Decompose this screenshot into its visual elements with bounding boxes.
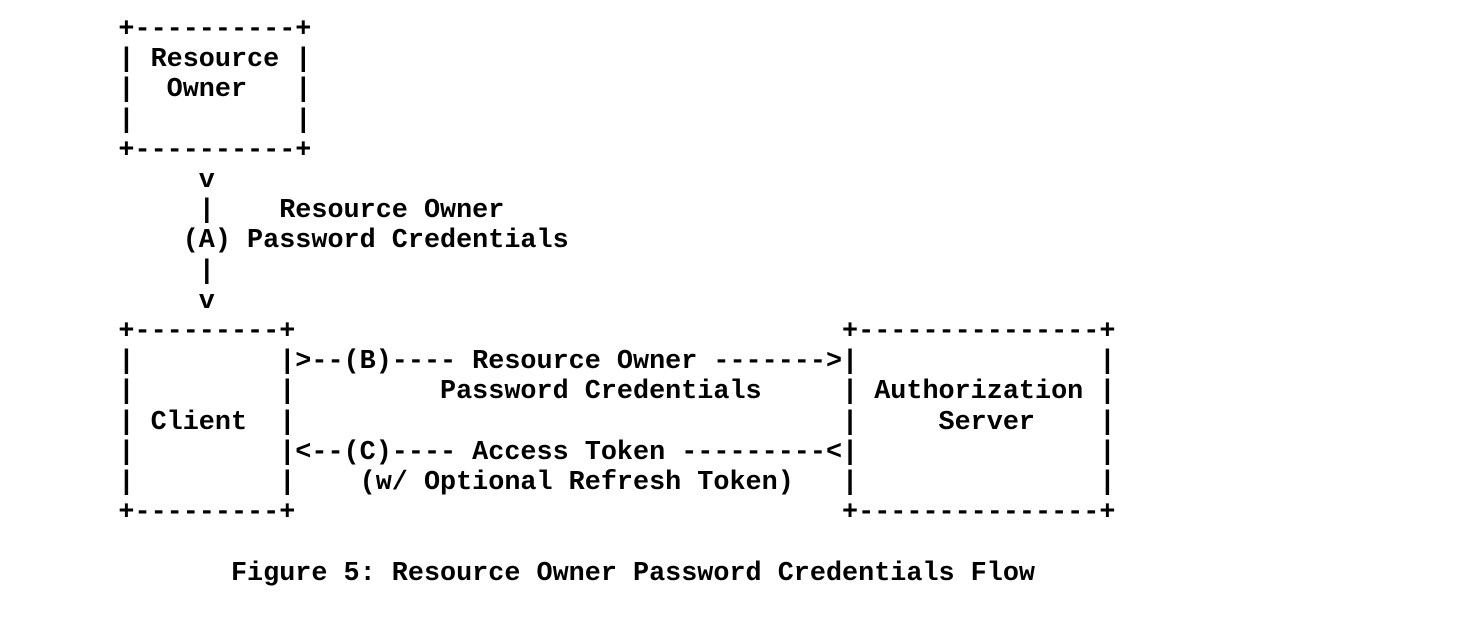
ascii-flow-diagram: +----------+ | Resource | | Owner | | | … [118, 15, 1116, 529]
figure-caption: Figure 5: Resource Owner Password Creden… [38, 558, 1036, 589]
rfc-figure-5: +----------+ | Resource | | Owner | | | … [38, 15, 1115, 589]
